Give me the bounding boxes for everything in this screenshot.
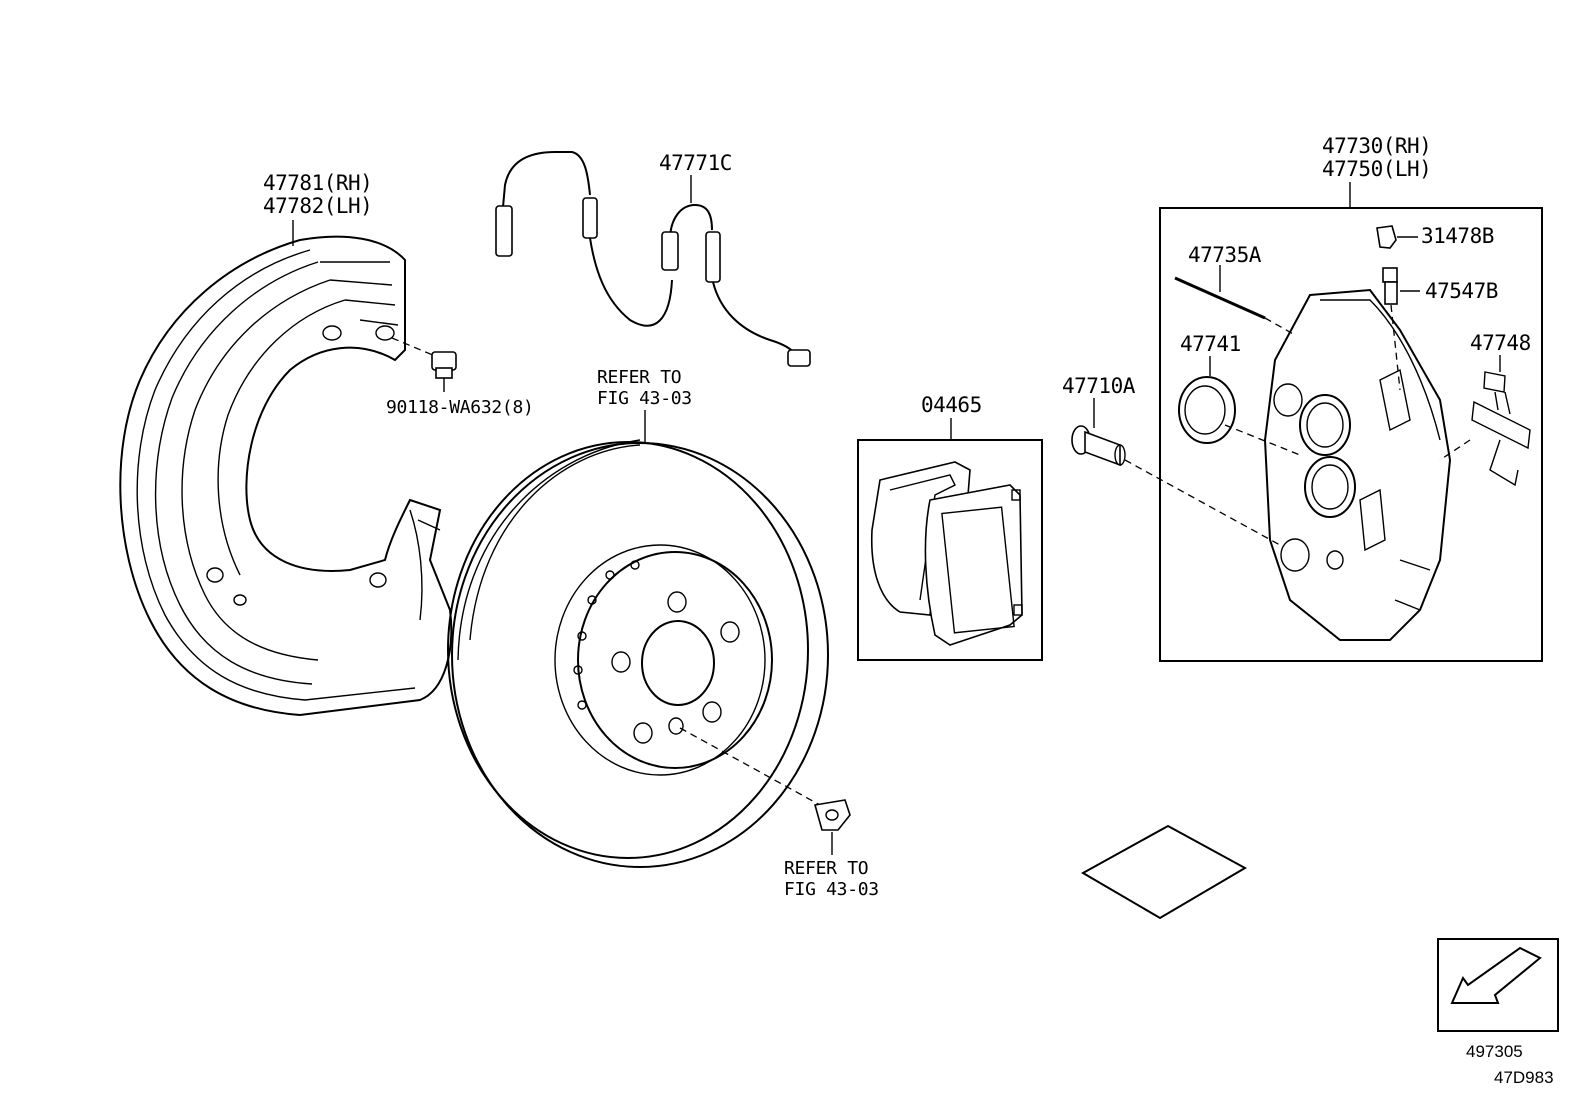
direction-arrow-icon <box>1437 938 1559 1032</box>
caliper-pin-dash <box>1264 317 1296 336</box>
shield-part-number-lh: 47782(LH) <box>263 194 372 218</box>
caliper-bolt-dash <box>1124 459 1281 546</box>
reference-number: 497305 <box>1466 1042 1523 1061</box>
shield-bolt-leader <box>391 337 441 359</box>
caliper-part-number-rh: 47730(RH) <box>1322 134 1431 158</box>
rotor-screw[interactable] <box>813 799 851 831</box>
rotor-note-line-1: REFER TO <box>597 367 681 388</box>
shield-bolt[interactable] <box>431 351 457 392</box>
rotor-screw-leader <box>679 727 821 806</box>
caliper-bolt[interactable] <box>1071 425 1126 467</box>
spring-part-number: 47748 <box>1470 331 1531 355</box>
blank-sheet-icon <box>1080 824 1248 920</box>
bleeder-cap[interactable] <box>1376 225 1397 249</box>
caliper-part-number-lh: 47750(LH) <box>1322 157 1431 181</box>
bleeder-dash <box>1390 304 1401 391</box>
brake-caliper[interactable] <box>1263 288 1452 641</box>
pad-kit-box <box>857 439 1043 661</box>
caliper-pin[interactable] <box>1174 276 1266 320</box>
anti-rattle-spring[interactable] <box>1471 371 1531 487</box>
pad-kit-part-number: 04465 <box>921 393 982 417</box>
seal-part-number: 47741 <box>1180 332 1241 356</box>
caliper-bolt-part-number: 47710A <box>1062 374 1136 398</box>
seal-dash <box>1224 424 1301 456</box>
spring-dash <box>1439 439 1471 461</box>
shield-bolt-part-number: 90118-WA632(8) <box>386 397 534 418</box>
brake-pad-front[interactable] <box>924 484 1023 646</box>
sensor-part-number: 47771C <box>659 151 732 175</box>
caliper-pin-part-number: 47735A <box>1188 243 1262 267</box>
rotor-screw-note-line-2: FIG 43-03 <box>784 879 879 900</box>
sensor-wire[interactable] <box>495 151 811 367</box>
rotor-note-line-2: FIG 43-03 <box>597 388 692 409</box>
bleeder-cap-part-number: 31478B <box>1421 224 1494 248</box>
dust-shield[interactable] <box>119 235 453 717</box>
piston-seal[interactable] <box>1178 376 1236 444</box>
bleeder-plug-part-number: 47547B <box>1425 279 1498 303</box>
bleeder-plug[interactable] <box>1382 267 1398 305</box>
rotor-screw-note-line-1: REFER TO <box>784 858 868 879</box>
shield-part-number-rh: 47781(RH) <box>263 171 372 195</box>
caliper-box <box>1159 207 1543 662</box>
brake-rotor[interactable] <box>447 439 829 868</box>
diagram-code: 47D983 <box>1494 1068 1554 1087</box>
